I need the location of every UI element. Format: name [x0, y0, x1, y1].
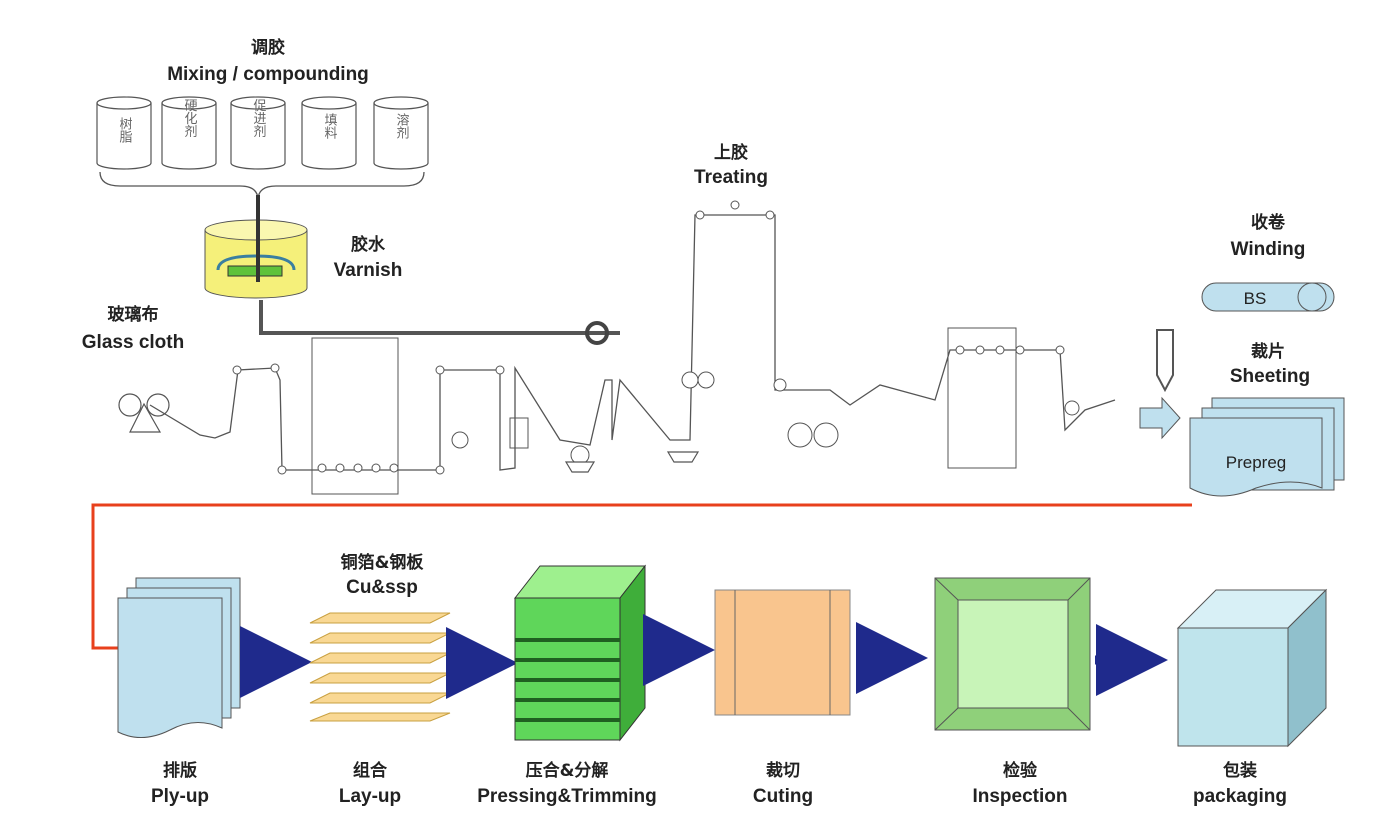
- sheeting-en: Sheeting: [1230, 366, 1310, 387]
- sheeting-arrow: [1139, 396, 1181, 440]
- mixing-section: 调胶 Mixing / compounding 树脂 硬化剂 促进剂 填料 溶剂: [96, 37, 429, 201]
- bs-roll: BS: [1201, 282, 1335, 312]
- step-lay-up-cn: 组合: [353, 760, 388, 781]
- step-ply-up-cn: 排版: [163, 760, 197, 781]
- bs-label: BS: [1244, 289, 1267, 308]
- cutting-panel: [714, 589, 851, 716]
- container-label: 溶剂: [394, 113, 410, 139]
- step-ply-up-en: Ply-up: [151, 786, 209, 807]
- lay-up-plates: [309, 612, 451, 722]
- packaging-box: [1176, 588, 1328, 748]
- container-label: 硬化剂: [182, 99, 198, 138]
- treating-cn: 上胶: [714, 142, 748, 163]
- treating-line: [118, 200, 1116, 495]
- step-inspection-en: Inspection: [972, 786, 1067, 807]
- glass-cloth-cn: 玻璃布: [108, 304, 159, 325]
- step-inspection-cn: 检验: [1003, 760, 1038, 781]
- glass-cloth-en: Glass cloth: [82, 332, 184, 353]
- container-label: 树脂: [117, 117, 133, 143]
- container-2: 硬化剂: [161, 96, 217, 170]
- cu-ssp-en: Cu&ssp: [346, 577, 418, 598]
- flow-line: [91, 503, 1192, 650]
- container-5: 溶剂: [373, 96, 429, 170]
- varnish-cn: 胶水: [351, 234, 386, 255]
- prepreg-label: Prepreg: [1226, 453, 1286, 472]
- treating-en: Treating: [694, 167, 768, 188]
- winding-en: Winding: [1231, 239, 1306, 260]
- step-lay-up-en: Lay-up: [339, 786, 401, 807]
- inspection-panel: [934, 577, 1091, 731]
- cu-ssp-cn: 铜箔&钢板: [341, 552, 425, 573]
- step-cutting-en: Cuting: [753, 786, 813, 807]
- winding-cn: 收卷: [1251, 212, 1286, 233]
- step-cutting-cn: 裁切: [766, 760, 800, 781]
- valve-icon: [585, 321, 609, 345]
- step-pressing-en: Pressing&Trimming: [477, 786, 657, 807]
- step-packaging-en: packaging: [1193, 786, 1287, 807]
- step-packaging-cn: 包装: [1223, 760, 1257, 781]
- prepreg-sheets: Prepreg: [1189, 397, 1345, 497]
- mixing-en: Mixing / compounding: [167, 64, 369, 85]
- step-labels: 排版 Ply-up 组合 Lay-up 压合&分解 Pressing&Trimm…: [151, 760, 1287, 807]
- container-label: 填料: [322, 113, 338, 139]
- pressing-stack: [513, 564, 647, 742]
- container-3: 促进剂: [230, 96, 286, 170]
- container-1: 树脂: [96, 96, 152, 170]
- container-label: 促进剂: [251, 99, 267, 138]
- container-4: 填料: [301, 96, 357, 170]
- sheeting-cn: 裁片: [1251, 341, 1285, 362]
- varnish-en: Varnish: [334, 260, 403, 281]
- knife-icon: [1156, 329, 1174, 393]
- varnish-tank: [204, 195, 620, 345]
- step-pressing-cn: 压合&分解: [526, 760, 609, 781]
- mixing-cn: 调胶: [251, 37, 285, 58]
- ply-up-sheets: [117, 577, 241, 738]
